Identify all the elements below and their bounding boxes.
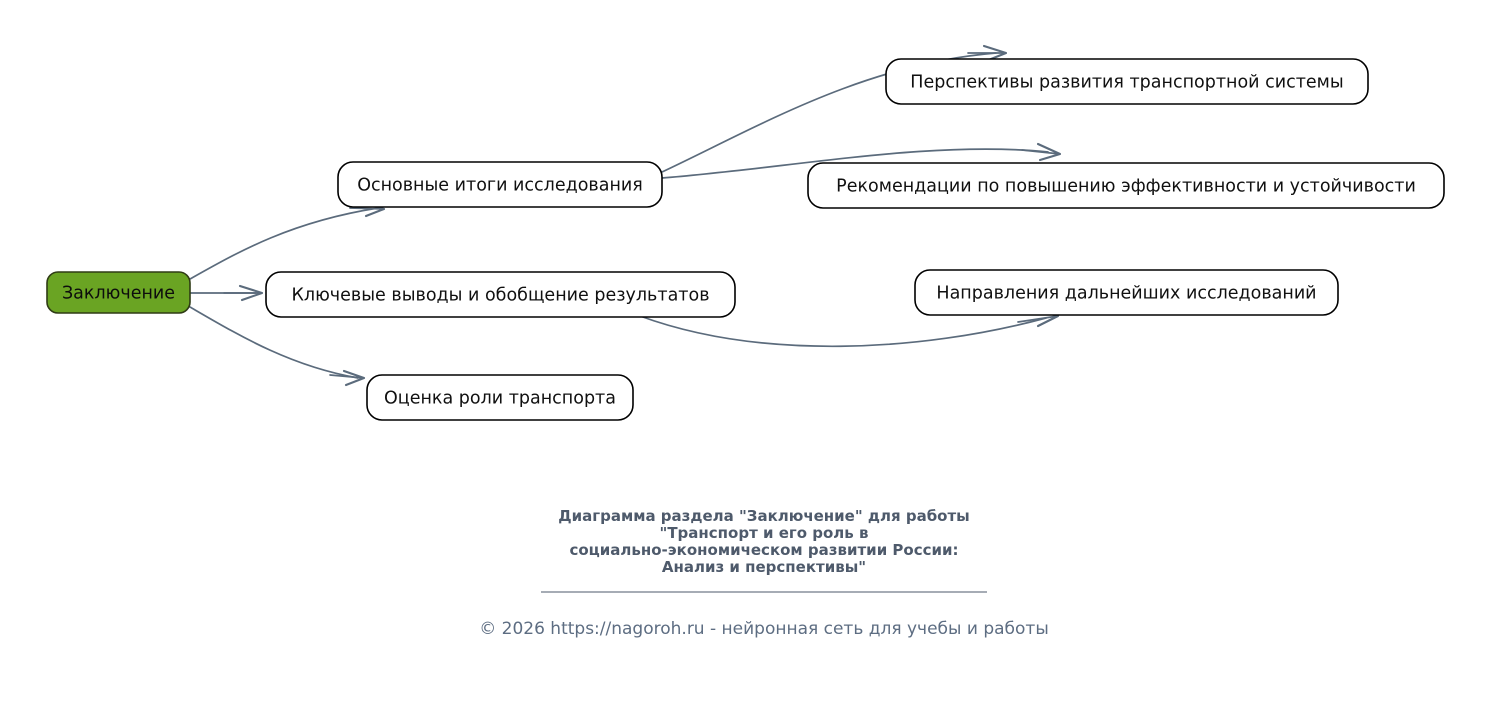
nodes-layer: Заключение Основные итоги исследованияКлю… [46, 58, 1445, 421]
caption-line-2: "Транспорт и его роль в [660, 524, 869, 542]
edge-arrow-shaft [329, 374, 365, 379]
edge-line [639, 315, 1047, 348]
node-n1[interactable]: Основные итоги исследования [337, 161, 663, 208]
node-label: Рекомендации по повышению эффективности … [836, 177, 1416, 197]
caption-line-3: социально-экономическом развитии России: [569, 541, 958, 559]
edge-root-to-n3 [189, 306, 366, 387]
node-n5[interactable]: Рекомендации по повышению эффективности … [807, 162, 1445, 209]
edge-arrow-shaft [1017, 315, 1059, 323]
edge-line [189, 306, 359, 379]
node-label: Перспективы развития транспортной систем… [910, 73, 1343, 93]
node-label: Основные итоги исследования [357, 176, 643, 196]
edge-root-to-n2 [189, 284, 264, 302]
node-label: Оценка роли транспорта [384, 389, 616, 409]
root-node-shape[interactable] [46, 271, 191, 314]
node-label: Направления дальнейших исследований [936, 284, 1316, 304]
node-shape[interactable] [366, 374, 634, 421]
node-n2[interactable]: Ключевые выводы и обобщение результатов [265, 271, 736, 318]
edge-line [189, 207, 379, 280]
arrow-head-icon [342, 369, 366, 387]
edge-line [661, 148, 1049, 179]
node-shape[interactable] [337, 161, 663, 208]
diagram-caption: Диаграмма раздела "Заключение" для работ… [541, 507, 987, 593]
edge-root-to-n1 [189, 200, 386, 280]
edge-arrow-shaft [349, 207, 385, 210]
node-root[interactable]: Заключение [46, 271, 191, 314]
node-shape[interactable] [807, 162, 1445, 209]
arrow-head-icon [1036, 142, 1062, 162]
node-shape[interactable] [885, 58, 1369, 105]
edge-arrow-shaft [1021, 149, 1061, 155]
arrow-head-icon [238, 284, 264, 302]
edge-n1-to-n5 [661, 142, 1062, 179]
node-label: Заключение [62, 284, 175, 304]
node-shape[interactable] [914, 269, 1339, 316]
node-n6[interactable]: Направления дальнейших исследований [914, 269, 1339, 316]
footer-credit-text: © 2026 https://nagoroh.ru - нейронная се… [479, 619, 1049, 639]
caption-line-4: Анализ и перспективы" [662, 558, 866, 576]
caption-line-1: Диаграмма раздела "Заключение" для работ… [558, 507, 970, 525]
node-shape[interactable] [265, 271, 736, 318]
node-n4[interactable]: Перспективы развития транспортной систем… [885, 58, 1369, 105]
node-n3[interactable]: Оценка роли транспорта [366, 374, 634, 421]
node-label: Ключевые выводы и обобщение результатов [291, 286, 709, 306]
